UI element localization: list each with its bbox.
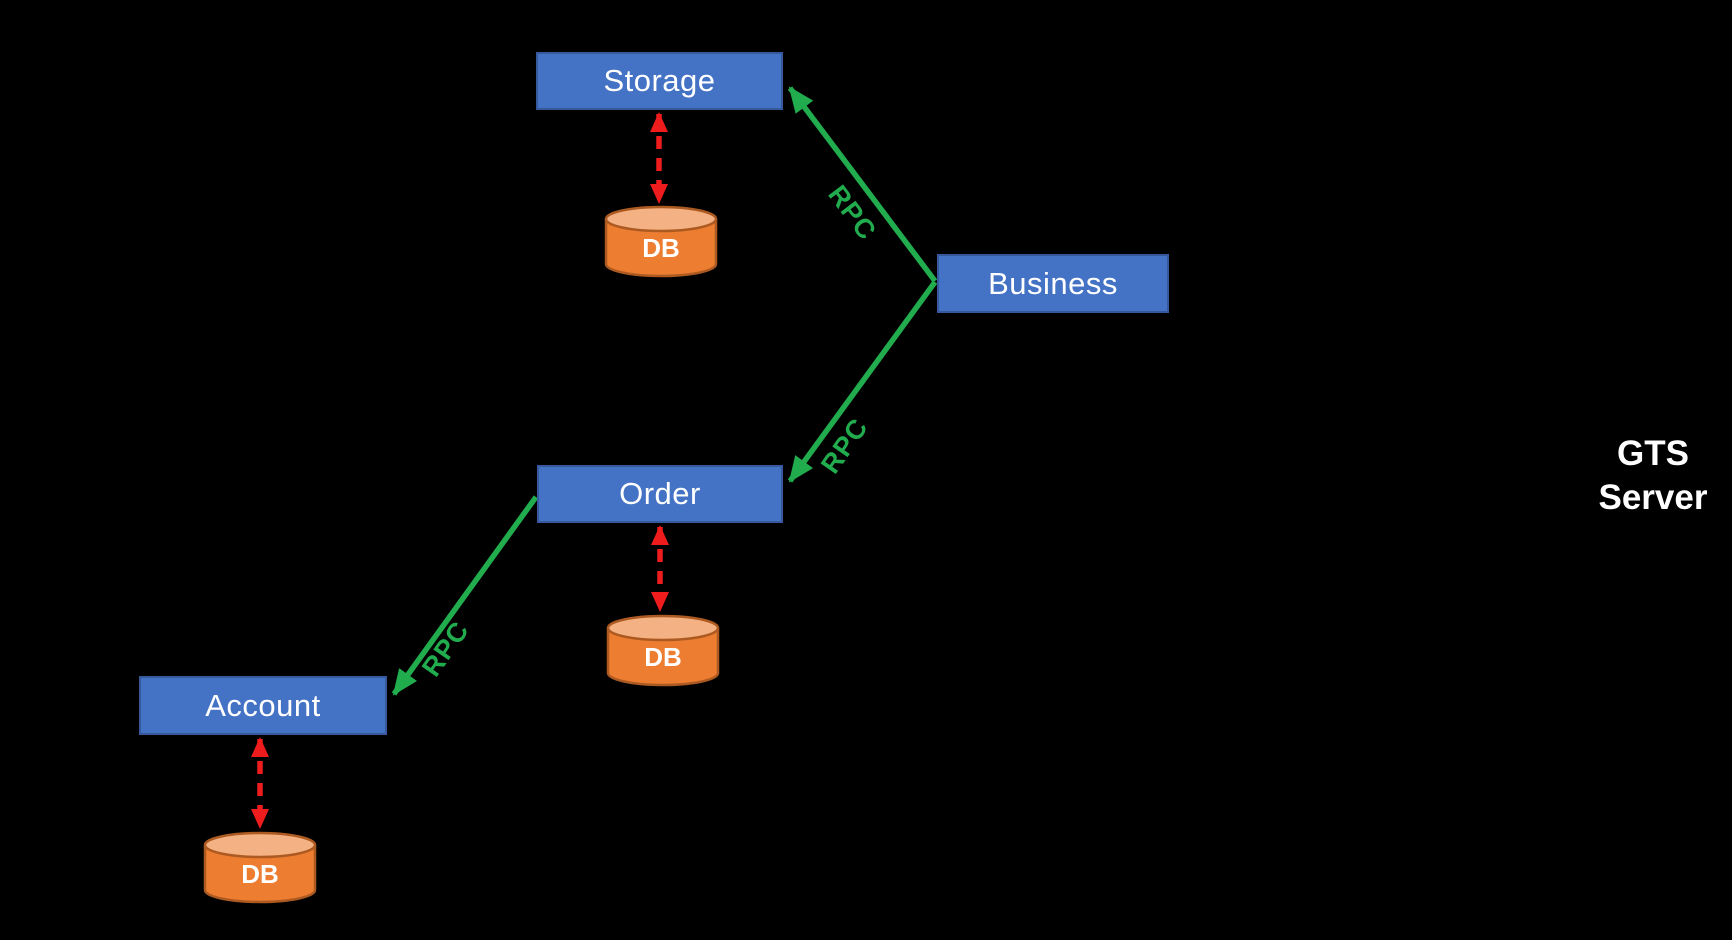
database-cylinder-icon	[604, 205, 718, 278]
database-order-label: DB	[644, 642, 682, 672]
node-storage: Storage	[536, 52, 783, 110]
node-storage-label: Storage	[603, 63, 716, 98]
rpc-arrow-business-to-order	[787, 280, 938, 483]
node-account-label: Account	[205, 687, 321, 723]
database-order: DB	[606, 614, 720, 688]
node-business: Business	[937, 254, 1169, 313]
database-account-label: DB	[241, 859, 279, 889]
database-storage-label: DB	[642, 233, 680, 263]
rpc-arrow-business-to-storage	[787, 86, 938, 283]
database-account: DB	[203, 831, 317, 905]
rpc-arrow-order-to-account	[391, 495, 539, 696]
database-cylinder-icon	[203, 831, 317, 904]
gts-server-line2: Server	[1598, 478, 1708, 517]
database-storage: DB	[604, 205, 718, 279]
node-order-label: Order	[619, 476, 701, 511]
node-account: Account	[139, 676, 387, 735]
gts-server-label: GTS Server	[1543, 432, 1732, 520]
node-business-label: Business	[988, 265, 1118, 301]
gts-server-line1: GTS	[1617, 434, 1689, 473]
database-cylinder-icon	[606, 614, 720, 687]
node-order: Order	[537, 465, 783, 523]
